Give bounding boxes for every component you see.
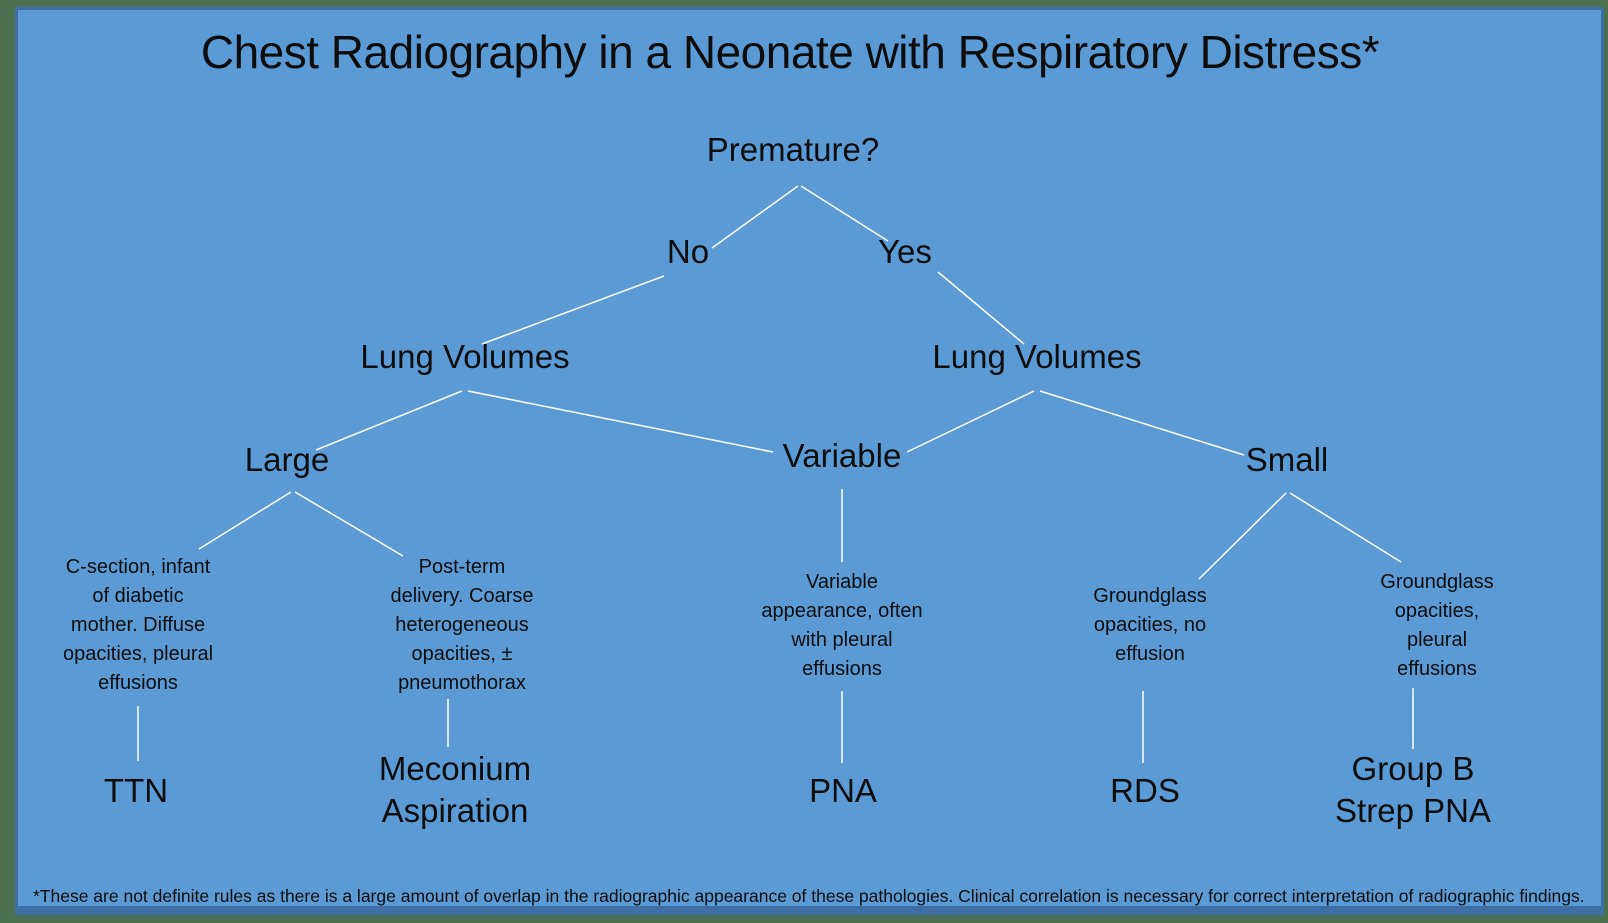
desc-gbs: Groundglass opacities, pleural effusions [1380, 571, 1494, 680]
diagnosis-group-b-strep-pna: Group B Strep PNA [1335, 750, 1491, 829]
diagnosis-meconium-aspiration: Meconium Aspiration [378, 750, 532, 829]
diagnosis-pna: PNA [809, 772, 877, 809]
node-answer-yes: Yes [878, 233, 932, 270]
desc-rds: Groundglass opacities, no effusion [1093, 585, 1207, 665]
footnote: *These are not definite rules as there i… [33, 886, 1585, 906]
diagnosis-rds: RDS [1110, 772, 1180, 809]
node-lung-volumes-left: Lung Volumes [360, 338, 570, 375]
node-lung-volumes-right: Lung Volumes [932, 338, 1142, 375]
node-premature: Premature? [706, 131, 880, 168]
node-volume-variable: Variable [782, 437, 902, 474]
node-volume-large: Large [244, 441, 330, 478]
desc-pna: Variable appearance, often with pleural … [761, 571, 923, 680]
diagnosis-ttn: TTN [103, 772, 169, 809]
node-answer-no: No [666, 233, 710, 270]
desc-meconium: Post-term delivery. Coarse heterogeneous… [390, 556, 534, 694]
slide-title: Chest Radiography in a Neonate with Resp… [200, 26, 1380, 78]
desc-ttn: C-section, infant of diabetic mother. Di… [62, 556, 214, 694]
node-volume-small: Small [1245, 441, 1329, 478]
flowchart-panel [15, 7, 1604, 915]
